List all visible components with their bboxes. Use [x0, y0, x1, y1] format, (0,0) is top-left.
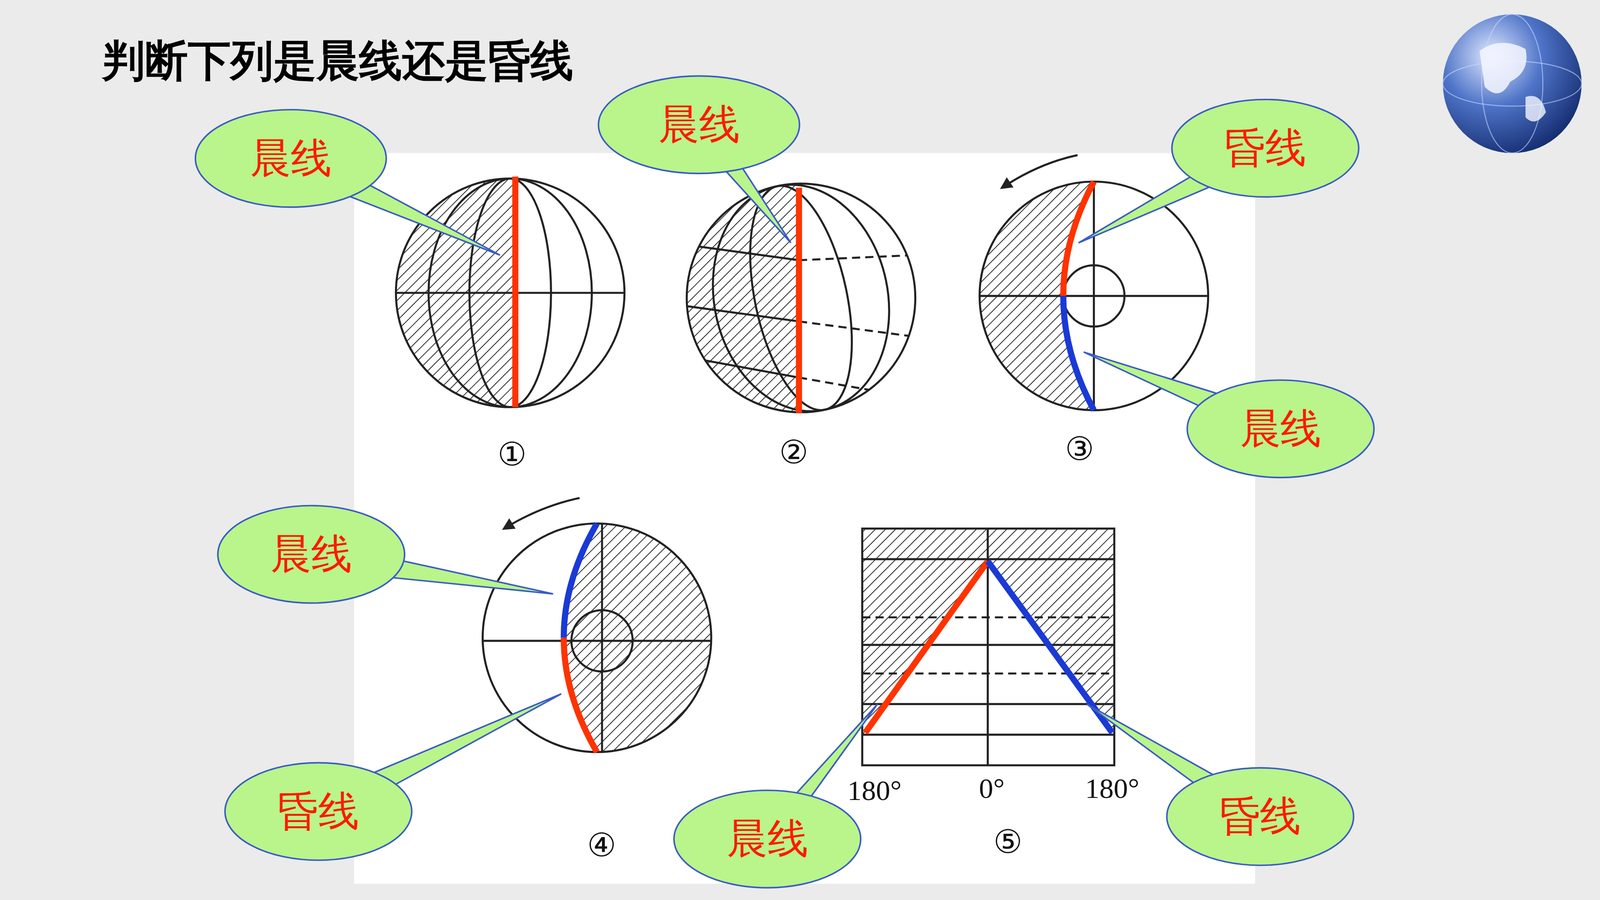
callout-bubble: 昏线	[1165, 766, 1356, 867]
globe-icon	[1442, 14, 1582, 153]
page-title: 判断下列是晨线还是昏线	[102, 32, 574, 90]
bubble-ellipse	[1172, 99, 1359, 197]
callout-bubble: 昏线	[223, 760, 414, 862]
callout-text: 晨线	[250, 130, 332, 187]
bubble-ellipse	[217, 505, 405, 603]
bubble-ellipse	[195, 109, 387, 208]
callout-bubble: 晨线	[1185, 378, 1376, 479]
figure-number: ④	[587, 825, 617, 865]
figure-5	[862, 528, 1115, 766]
callout-bubble: 晨线	[193, 107, 388, 209]
figure-number: ⑤	[993, 822, 1023, 862]
bubble-ellipse	[225, 762, 412, 860]
figure-number: ③	[1065, 429, 1095, 469]
longitude-label: 180°	[847, 774, 902, 808]
longitude-label: 0°	[979, 772, 1005, 805]
figure-number: ①	[497, 434, 528, 474]
figure-number: ②	[779, 432, 809, 472]
bubble-ellipse	[598, 75, 800, 174]
callout-bubble: 晨线	[216, 503, 407, 605]
callout-text: 昏线	[1224, 120, 1307, 177]
bubble-ellipse	[1166, 767, 1354, 865]
callout-text: 晨线	[658, 96, 740, 153]
callout-text: 晨线	[270, 525, 353, 583]
globe-1	[395, 176, 625, 408]
callout-bubble: 晨线	[672, 788, 863, 889]
longitude-label: 180°	[1085, 772, 1140, 805]
callout-tails	[290, 124, 1281, 839]
bubble-ellipse	[674, 790, 861, 888]
callout-text: 昏线	[277, 783, 360, 840]
callout-bubble: 晨线	[597, 74, 802, 175]
callout-text: 晨线	[1240, 400, 1322, 457]
bubble-ellipse	[1187, 380, 1374, 478]
callout-bubble: 昏线	[1170, 97, 1361, 198]
globe-2	[686, 168, 916, 428]
callout-text: 昏线	[1219, 788, 1302, 845]
callout-text: 晨线	[726, 810, 809, 868]
panel	[354, 152, 1255, 884]
